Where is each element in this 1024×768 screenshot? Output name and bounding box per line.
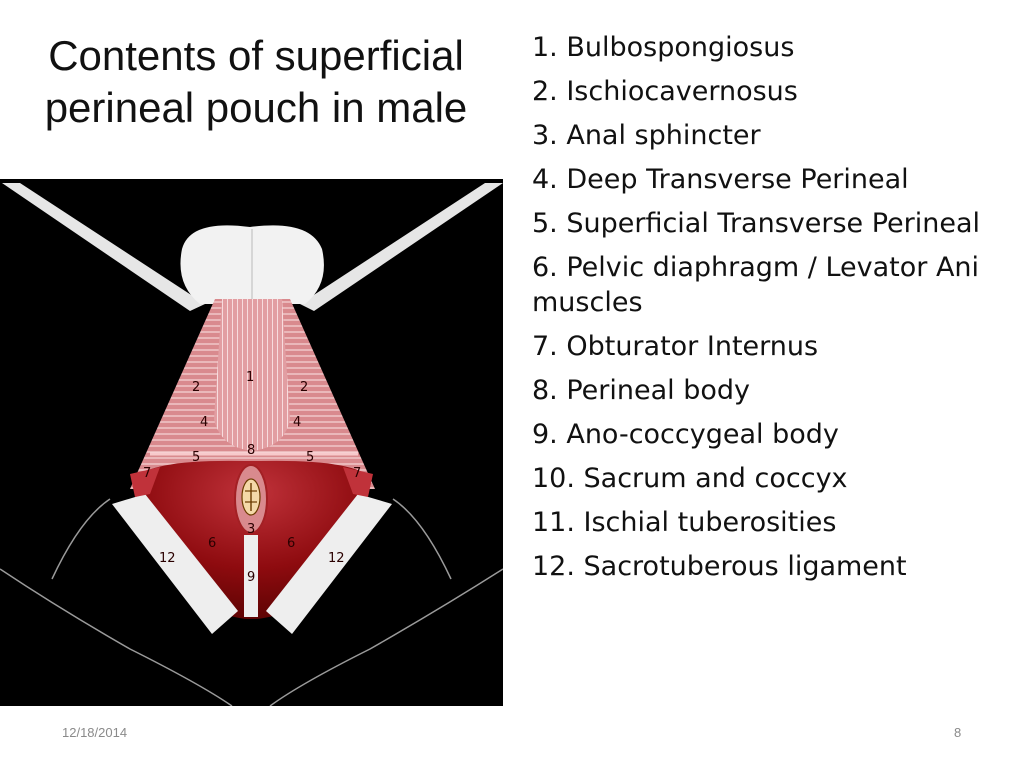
- legend-item: 6. Pelvic diaphragm / Levator Ani muscle…: [532, 252, 980, 318]
- legend-item: 10. Sacrum and coccyx: [532, 463, 848, 494]
- sacrotuberous-ligament-left: [112, 494, 238, 634]
- legend-item: 7. Obturator Internus: [532, 331, 819, 362]
- slide-date: 12/18/2014: [62, 725, 128, 740]
- legend-item: 1. Bulbospongiosus: [532, 32, 795, 63]
- thigh-contour-right: [392, 498, 452, 580]
- slide-page-number: 8: [954, 725, 962, 740]
- figure-label-1: 1: [246, 370, 254, 385]
- title-line-1: Contents of superficial: [48, 32, 464, 79]
- anococcygeal-body: [244, 535, 258, 617]
- legend-item: 9. Ano-coccygeal body: [532, 419, 839, 450]
- legend-item: 11. Ischial tuberosities: [532, 507, 837, 538]
- figure-label-2-right: 2: [300, 380, 308, 395]
- title-line-2: perineal pouch in male: [44, 84, 468, 131]
- obturator-internus-right: [343, 467, 373, 497]
- legend-item: 8. Perineal body: [532, 375, 751, 406]
- figure-label-12-left: 12: [159, 551, 176, 566]
- figure-label-12-right: 12: [328, 551, 345, 566]
- buttock-contour-left: [0, 568, 233, 706]
- legend-item: 3. Anal sphincter: [532, 120, 761, 151]
- figure-label-6-left: 6: [208, 536, 216, 551]
- figure-label-5-left: 5: [192, 450, 200, 465]
- muscle-legend-list: 1. Bulbospongiosus 2. Ischiocavernosus 3. …: [532, 30, 1012, 593]
- legend-item: 12. Sacrotuberous ligament: [532, 551, 907, 582]
- figure-label-8: 8: [247, 443, 255, 458]
- thigh-contour-left: [51, 498, 111, 580]
- figure-label-7-right: 7: [353, 466, 361, 481]
- sacrotuberous-ligament-right: [266, 494, 392, 634]
- obturator-internus-left: [130, 467, 160, 497]
- ligament-band-right: [300, 183, 503, 311]
- slide-title: Contents of superficial perineal pouch i…: [14, 30, 498, 134]
- figure-label-9: 9: [247, 570, 255, 585]
- anatomy-diagram: 1 2 2 4 4 5 5 7 7 8 3 9 6 6 12 12: [0, 183, 503, 706]
- legend-item: 5. Superficial Transverse Perineal: [532, 208, 981, 239]
- figure-label-6-right: 6: [287, 536, 295, 551]
- ligament-band-left: [2, 183, 205, 311]
- legend-item: 2. Ischiocavernosus: [532, 76, 798, 107]
- buttock-contour-right: [269, 568, 503, 706]
- figure-label-3: 3: [247, 522, 255, 537]
- figure-label-4-right: 4: [293, 415, 301, 430]
- bulbospongiosus-muscle: [214, 299, 290, 451]
- figure-label-2-left: 2: [192, 380, 200, 395]
- legend-item: 4. Deep Transverse Perineal: [532, 164, 909, 195]
- figure-label-4-left: 4: [200, 415, 208, 430]
- figure-label-7-left: 7: [143, 466, 151, 481]
- figure-label-5-right: 5: [306, 450, 314, 465]
- perineum-illustration: 1 2 2 4 4 5 5 7 7 8 3 9 6 6 12 12: [0, 179, 503, 706]
